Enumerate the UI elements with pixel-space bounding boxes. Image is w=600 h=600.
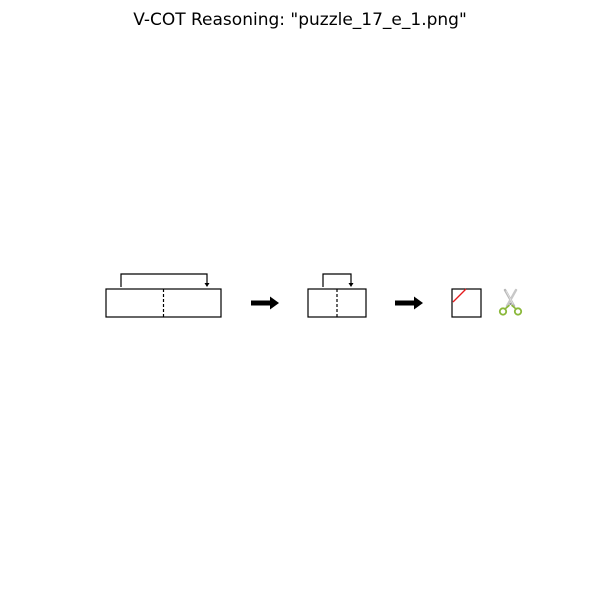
paper-square (451, 288, 482, 318)
step-2-paper (307, 273, 367, 318)
step-1-paper (105, 273, 222, 318)
fold-arrowhead-icon (348, 283, 354, 287)
fold-arrowhead-icon (204, 283, 210, 287)
cut-line (452, 288, 467, 303)
scissors-icon (498, 288, 523, 316)
fold-arrow (322, 273, 352, 287)
right-arrow-icon (251, 296, 279, 310)
step-3-paper (451, 288, 482, 318)
right-arrow-icon (395, 296, 423, 310)
figure-title: V-COT Reasoning: "puzzle_17_e_1.png" (133, 10, 467, 30)
paper-rectangle (307, 288, 367, 318)
fold-arrow (120, 273, 208, 287)
paper-rectangle (105, 288, 222, 318)
